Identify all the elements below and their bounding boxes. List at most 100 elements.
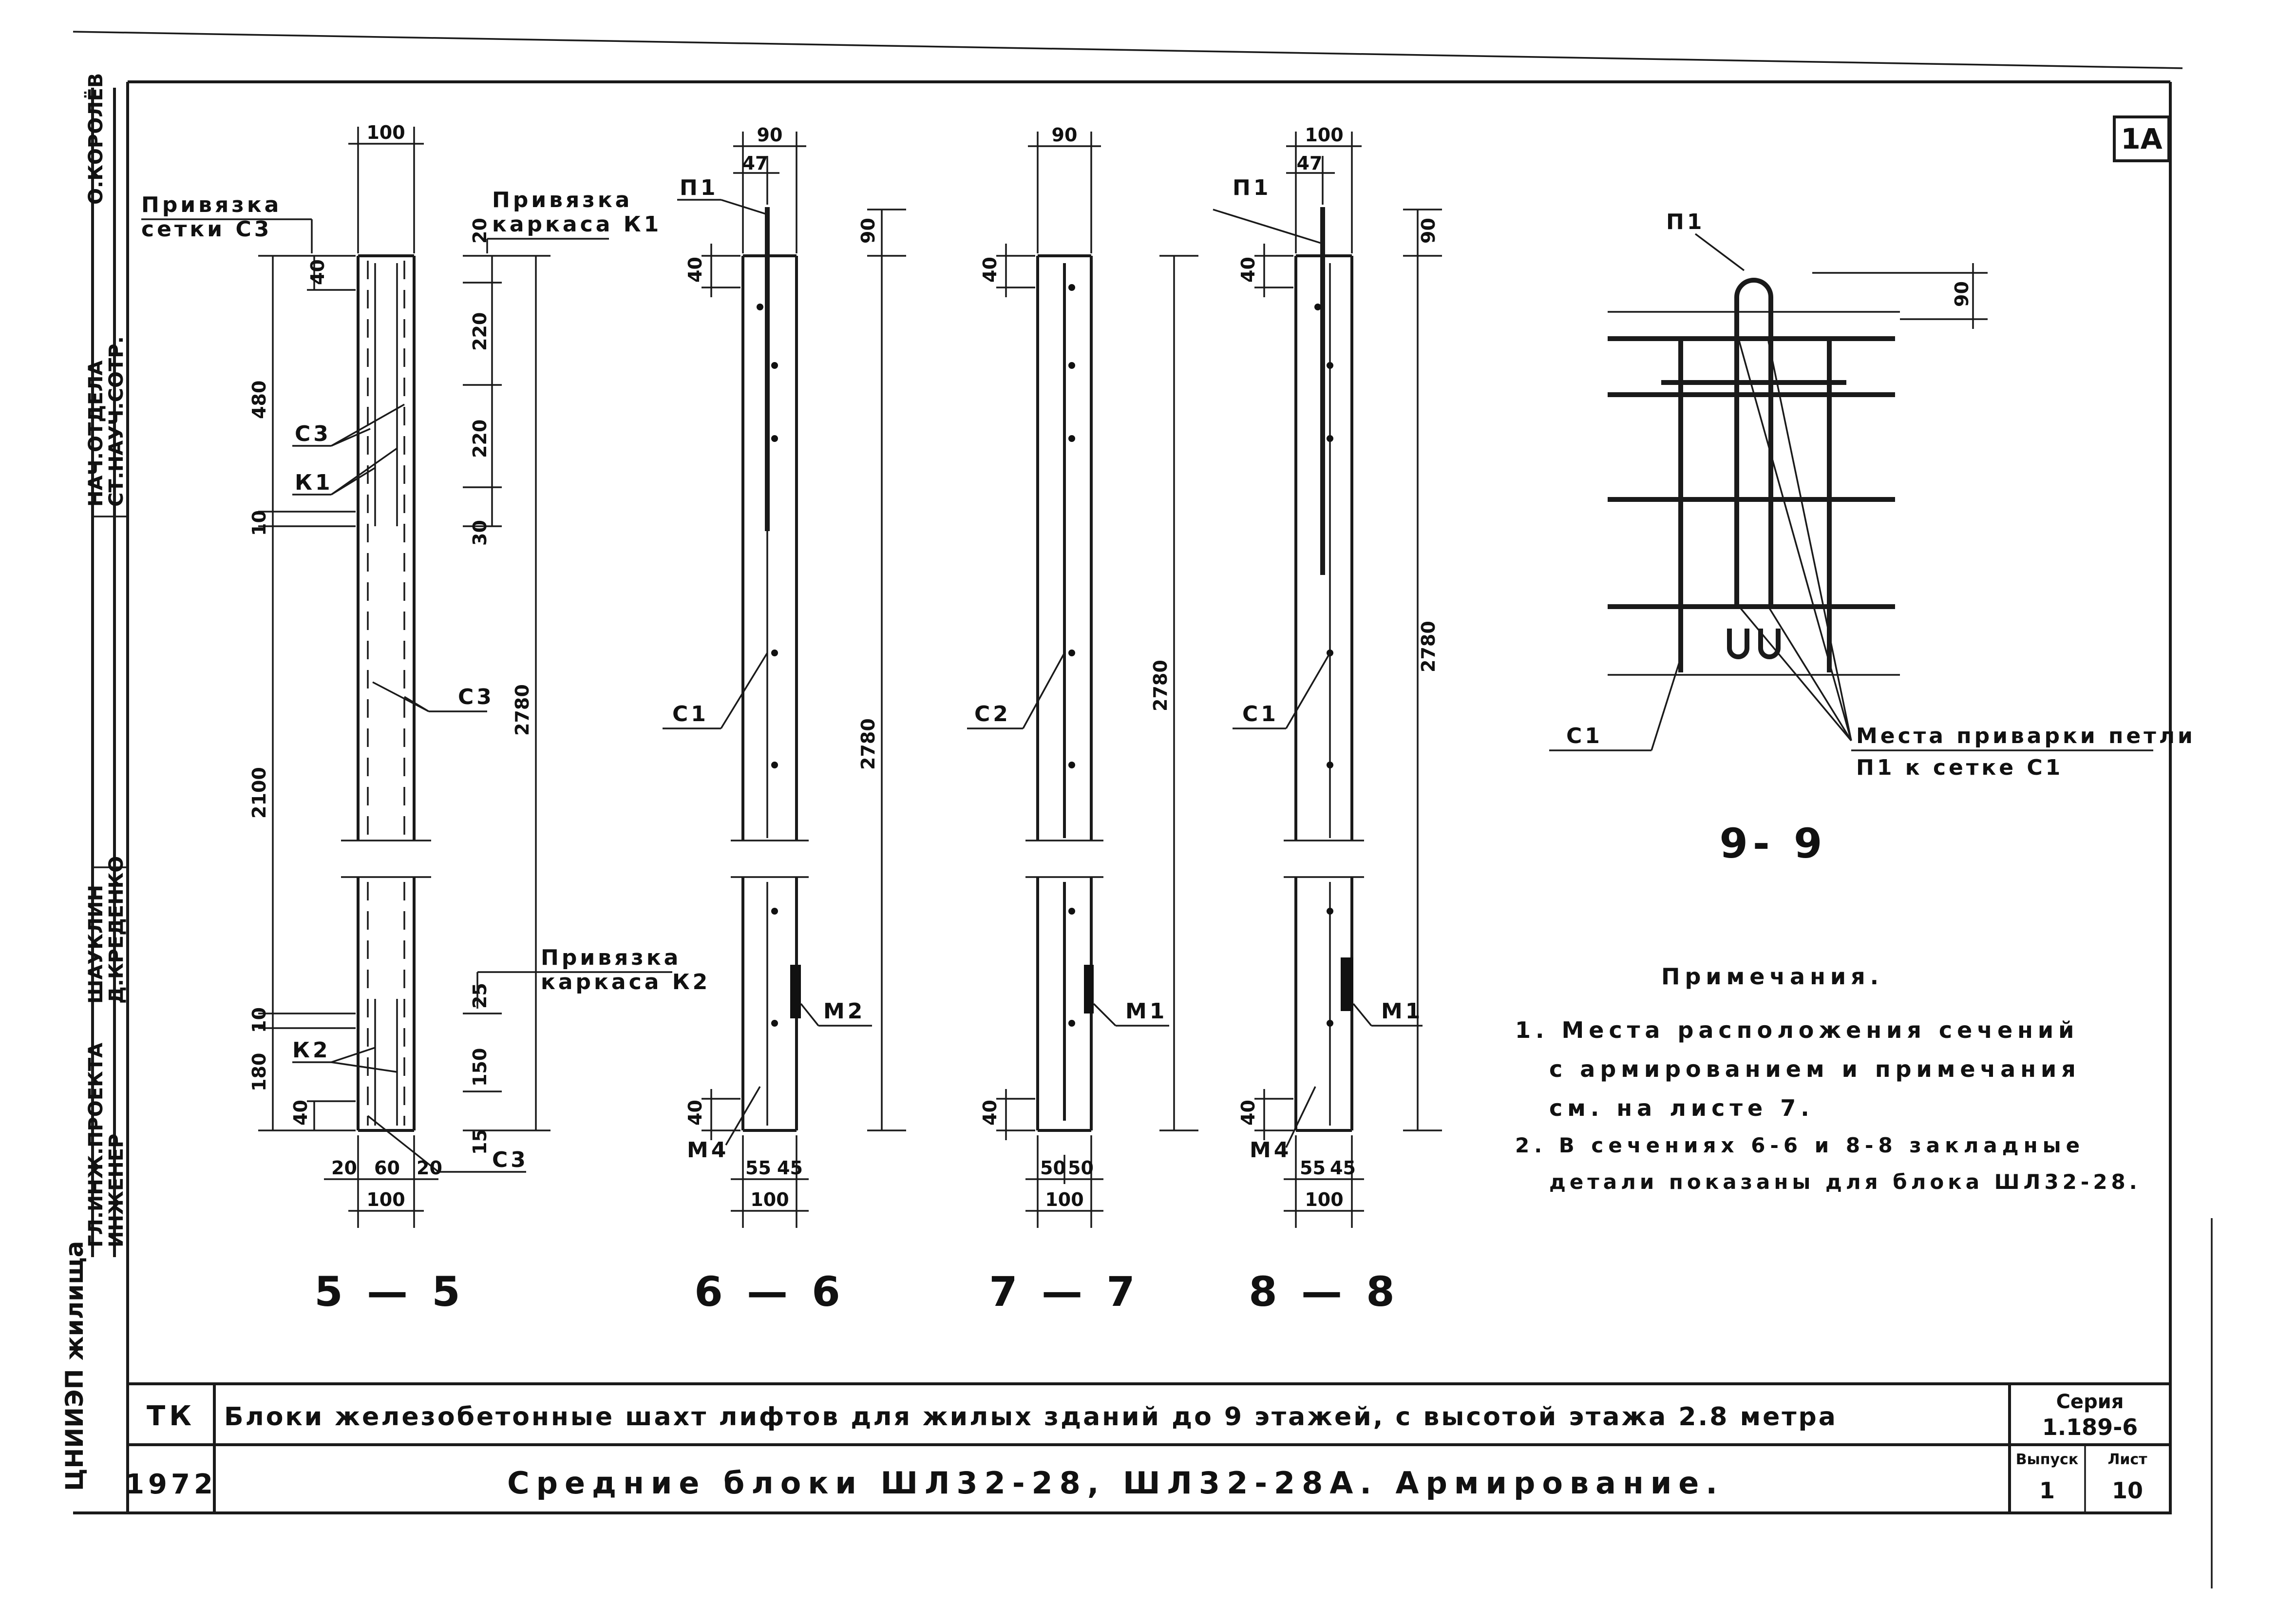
stamp-name-1: О.КОРОЛЁВ — [84, 73, 107, 205]
dim-180: 180 — [248, 1053, 270, 1091]
tb-series-label: Серия — [2056, 1391, 2124, 1413]
tb-subtitle: Средние блоки ШЛ32-28, ШЛ32-28А. Армиров… — [507, 1465, 1724, 1501]
dim-top-100: 100 — [366, 122, 405, 143]
label-p1: П1 — [1233, 175, 1271, 200]
tb-series-value: 1.189-6 — [2042, 1414, 2138, 1440]
label-m4: М4 — [1250, 1138, 1291, 1163]
dim-90v: 90 — [1418, 218, 1439, 244]
dim-b100: 100 — [366, 1189, 405, 1210]
label-c1: С1 — [672, 702, 709, 727]
tb-tk: ТК — [147, 1400, 195, 1432]
dim-47: 47 — [1297, 153, 1323, 174]
weld-label-line1: Места приварки петли — [1856, 724, 2196, 748]
note-1-line3: см. на листе 7. — [1549, 1095, 1814, 1121]
dim-40b: 40 — [684, 1100, 706, 1126]
stamp-role-1: НАЧ.ОТДЕЛА — [85, 361, 107, 507]
dim-b55: 55 — [1300, 1157, 1326, 1179]
label-m2: М2 — [823, 999, 865, 1024]
tb-sheet-value: 10 — [2112, 1477, 2143, 1504]
label-p1: П1 — [1666, 210, 1705, 234]
sheet-frame — [73, 31, 2213, 1588]
label-c1: С1 — [1566, 724, 1603, 748]
dim-90: 90 — [757, 124, 783, 146]
dim-r220a: 220 — [469, 312, 491, 351]
tb-title: Блоки железобетонные шахт лифтов для жил… — [224, 1402, 1838, 1432]
dim-40: 40 — [684, 257, 706, 283]
dim-b60: 60 — [374, 1157, 400, 1179]
label-k1-line2: каркаса К1 — [492, 212, 662, 237]
dim-40b: 40 — [1237, 1100, 1259, 1126]
dim-40b: 40 — [979, 1100, 1001, 1126]
dim-r2780: 2780 — [512, 684, 533, 736]
label-c3-a: С3 — [295, 421, 331, 446]
stamp-org: ЦНИИЭП жилища — [60, 1241, 89, 1491]
dim-90: 90 — [1951, 281, 1973, 307]
section-6-6: 90 47 П1 90 2780 40 40 С1 М2 М4 55 4 — [663, 124, 906, 1316]
dim-10b: 10 — [248, 1007, 270, 1033]
section-8-8: 100 47 П1 90 2780 40 40 С1 М1 М4 55 45 1… — [1213, 124, 1442, 1316]
tb-issue-label: Выпуск — [2016, 1451, 2078, 1468]
label-c3-b: С3 — [458, 685, 494, 709]
dim-40a: 40 — [307, 259, 328, 285]
section-5-5: 100 Привязка сетки С3 40 480 10 2100 10 … — [141, 122, 710, 1316]
dim-b50b: 50 — [1068, 1157, 1094, 1179]
dim-2780: 2780 — [1150, 660, 1171, 711]
left-stamp: НАЧ.ОТДЕЛА СТ.НАУЧ.СОТР. О.КОРОЛЁВ ГЛ.ИН… — [60, 73, 128, 1491]
label-c3-line2: сетки С3 — [141, 217, 272, 242]
stamp-role-2: СТ.НАУЧ.СОТР. — [105, 336, 128, 507]
label-m4: М4 — [687, 1138, 729, 1163]
label-c3-c: С3 — [492, 1147, 529, 1172]
stamp-name-3: Д.КРЕДЕНКО — [105, 856, 128, 1004]
dim-40: 40 — [1237, 257, 1259, 283]
sheet-tag: 1А — [2113, 115, 2170, 162]
label-k2-line1: Привязка — [541, 945, 681, 970]
section-title-8-8: 8 — 8 — [1249, 1268, 1399, 1316]
dim-r15: 15 — [469, 1129, 491, 1155]
section-title-9-9: 9- 9 — [1719, 820, 1827, 867]
section-7-7: 90 40 2780 40 С2 М1 50 50 100 7 — 7 — [967, 124, 1198, 1316]
tb-sheet-label: Лист — [2107, 1451, 2147, 1468]
dim-b20a: 20 — [331, 1157, 357, 1179]
dim-40b: 40 — [290, 1100, 311, 1126]
dim-r30: 30 — [469, 520, 491, 546]
dim-r25: 25 — [469, 983, 491, 1009]
dim-90v: 90 — [857, 218, 879, 244]
label-k1-line1: Привязка — [492, 188, 632, 212]
dim-100: 100 — [1305, 124, 1343, 146]
section-title-6-6: 6 — 6 — [694, 1268, 845, 1316]
notes-heading: Примечания. — [1661, 963, 1883, 990]
section-9-9: 90 П1 С1 Места приварки петли П1 к сетке… — [1549, 210, 2196, 867]
section-title-5-5: 5 — 5 — [314, 1268, 465, 1316]
label-m1: М1 — [1125, 999, 1167, 1024]
label-c3-line1: Привязка — [141, 192, 282, 217]
note-2-line1: 2. В сечениях 6-6 и 8-8 закладные — [1515, 1133, 2085, 1157]
dim-b100: 100 — [1305, 1189, 1343, 1210]
dim-b20b: 20 — [417, 1157, 442, 1179]
dim-b100: 100 — [750, 1189, 789, 1210]
title-block: ТК 1972 Блоки железобетонные шахт лифтов… — [125, 1382, 2172, 1514]
dim-10a: 10 — [248, 510, 270, 536]
dim-2780: 2780 — [1418, 621, 1439, 672]
tb-year: 1972 — [125, 1469, 217, 1500]
dim-90: 90 — [1052, 124, 1078, 146]
label-c1: С1 — [1242, 702, 1279, 727]
label-m1: М1 — [1381, 999, 1423, 1024]
dim-2780: 2780 — [857, 718, 879, 770]
dim-r20: 20 — [469, 218, 491, 244]
dim-40: 40 — [979, 257, 1001, 283]
dim-b50a: 50 — [1040, 1157, 1066, 1179]
dim-47: 47 — [742, 153, 768, 174]
label-k2: К2 — [292, 1038, 331, 1063]
dim-b100: 100 — [1045, 1189, 1083, 1210]
label-p1: П1 — [680, 175, 718, 200]
note-2-line2: детали показаны для блока ШЛ32-28. — [1549, 1170, 2141, 1194]
sheet-tag-text: 1А — [2121, 122, 2162, 155]
dim-r220b: 220 — [469, 420, 491, 458]
label-k1: К1 — [295, 470, 333, 495]
stamp-role-3: ГЛ.ИНЖ.ПРОЕКТА — [85, 1043, 107, 1247]
label-c2: С2 — [974, 702, 1011, 727]
section-title-7-7: 7 — 7 — [989, 1268, 1139, 1316]
dim-b55: 55 — [745, 1157, 771, 1179]
label-k2-line2: каркаса К2 — [541, 970, 710, 994]
